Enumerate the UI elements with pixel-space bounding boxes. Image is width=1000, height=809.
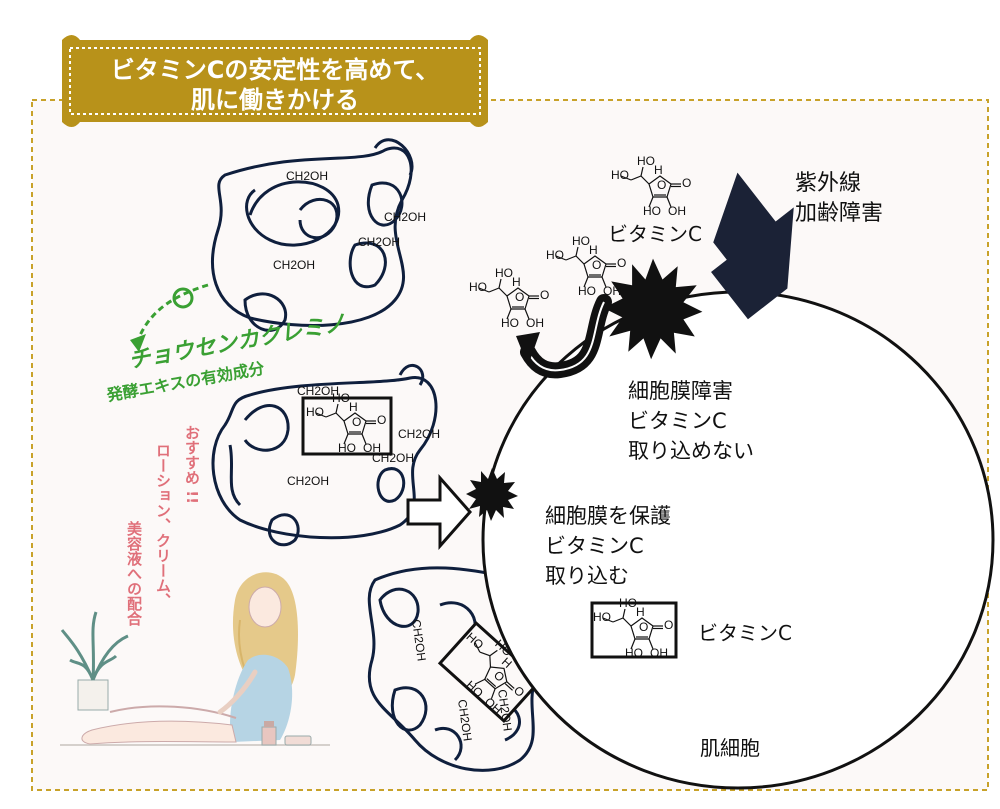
protected-line-3: 取り込む [545,564,629,588]
protected-line-1: 細胞膜を保護 [545,504,671,528]
stress-line-1: 紫外線 [795,171,861,196]
vitamin-c-label: ビタミンC [608,222,702,246]
ch2oh-label: CH2OH [273,258,315,272]
recommend-line-2: ローション、クリーム、 [154,443,172,608]
ch2oh-label: CH2OH [398,427,440,441]
banner-line-1: ビタミンCの安定性を高めて、 [111,56,439,84]
ch2oh-label: CH2OH [384,210,426,224]
damaged-line-3: 取り込めない [628,439,754,463]
polymer-network-2 [211,363,438,547]
ch2oh-label: CH2OH [358,235,400,249]
plant-icon [60,611,129,711]
recommendation-text: おすすめ !! ローション、クリーム、 美容液への配合 [125,425,201,627]
ch2oh-label: CH2OH [297,384,339,398]
ch2oh-label: CH2OH [495,688,515,732]
ch2oh-label: CH2OH [287,474,329,488]
ch2oh-label: CH2OH [409,618,429,662]
ch2oh-label: CH2OH [286,169,328,183]
outline-arrow-icon [406,474,473,550]
damaged-line-2: ビタミンC [628,409,727,433]
ch2oh-label: CH2OH [372,451,414,465]
polymer-network-1 [211,138,414,332]
woman-illustration [60,572,330,746]
damaged-line-1: 細胞膜障害 [628,379,733,403]
banner-line-2: 肌に働きかける [191,86,359,114]
ch2oh-label: CH2OH [455,698,475,742]
protected-line-2: ビタミンC [545,534,644,558]
recommend-line-3: 美容液への配合 [125,520,143,627]
stress-line-2: 加齢障害 [795,201,883,226]
green-arrow-icon [130,283,209,352]
down-arrow-icon [711,172,794,320]
damage-arrow-icon [516,294,612,379]
vitamin-c-label: ビタミンC [698,621,792,645]
cell-label: 肌細胞 [700,736,760,760]
title-banner: ビタミンCの安定性を高めて、 肌に働きかける [62,35,488,127]
recommend-line-1: おすすめ !! [183,425,201,504]
rotated-vitamin-c-box [437,618,543,723]
